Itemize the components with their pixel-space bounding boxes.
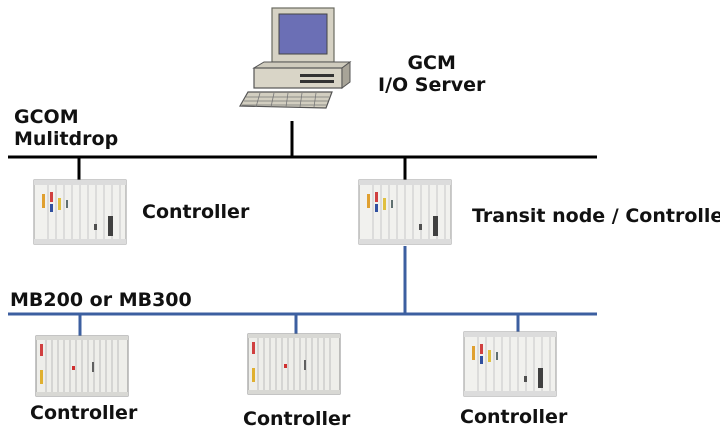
controller-bottom-3-label: Controller bbox=[460, 406, 568, 428]
controller-top-left-label: Controller bbox=[142, 201, 250, 223]
controller-rack-bottom-3-icon bbox=[463, 331, 557, 397]
transit-node-label: Transit node / Controller bbox=[472, 205, 720, 227]
mb-bus-label: MB200 or MB300 bbox=[10, 289, 192, 311]
controller-bottom-1-label: Controller bbox=[30, 402, 138, 424]
server-label: GCM I/O Server bbox=[378, 52, 486, 96]
controller-rack-top-left-icon bbox=[33, 179, 127, 245]
gcom-multidrop-label: GCOM Mulitdrop bbox=[14, 106, 119, 150]
controller-rack-bottom-1-icon bbox=[35, 335, 129, 397]
server-computer-icon bbox=[239, 7, 351, 109]
transit-controller-rack-icon bbox=[358, 179, 452, 245]
controller-rack-bottom-2-icon bbox=[247, 333, 341, 395]
controller-bottom-2-label: Controller bbox=[243, 408, 351, 430]
